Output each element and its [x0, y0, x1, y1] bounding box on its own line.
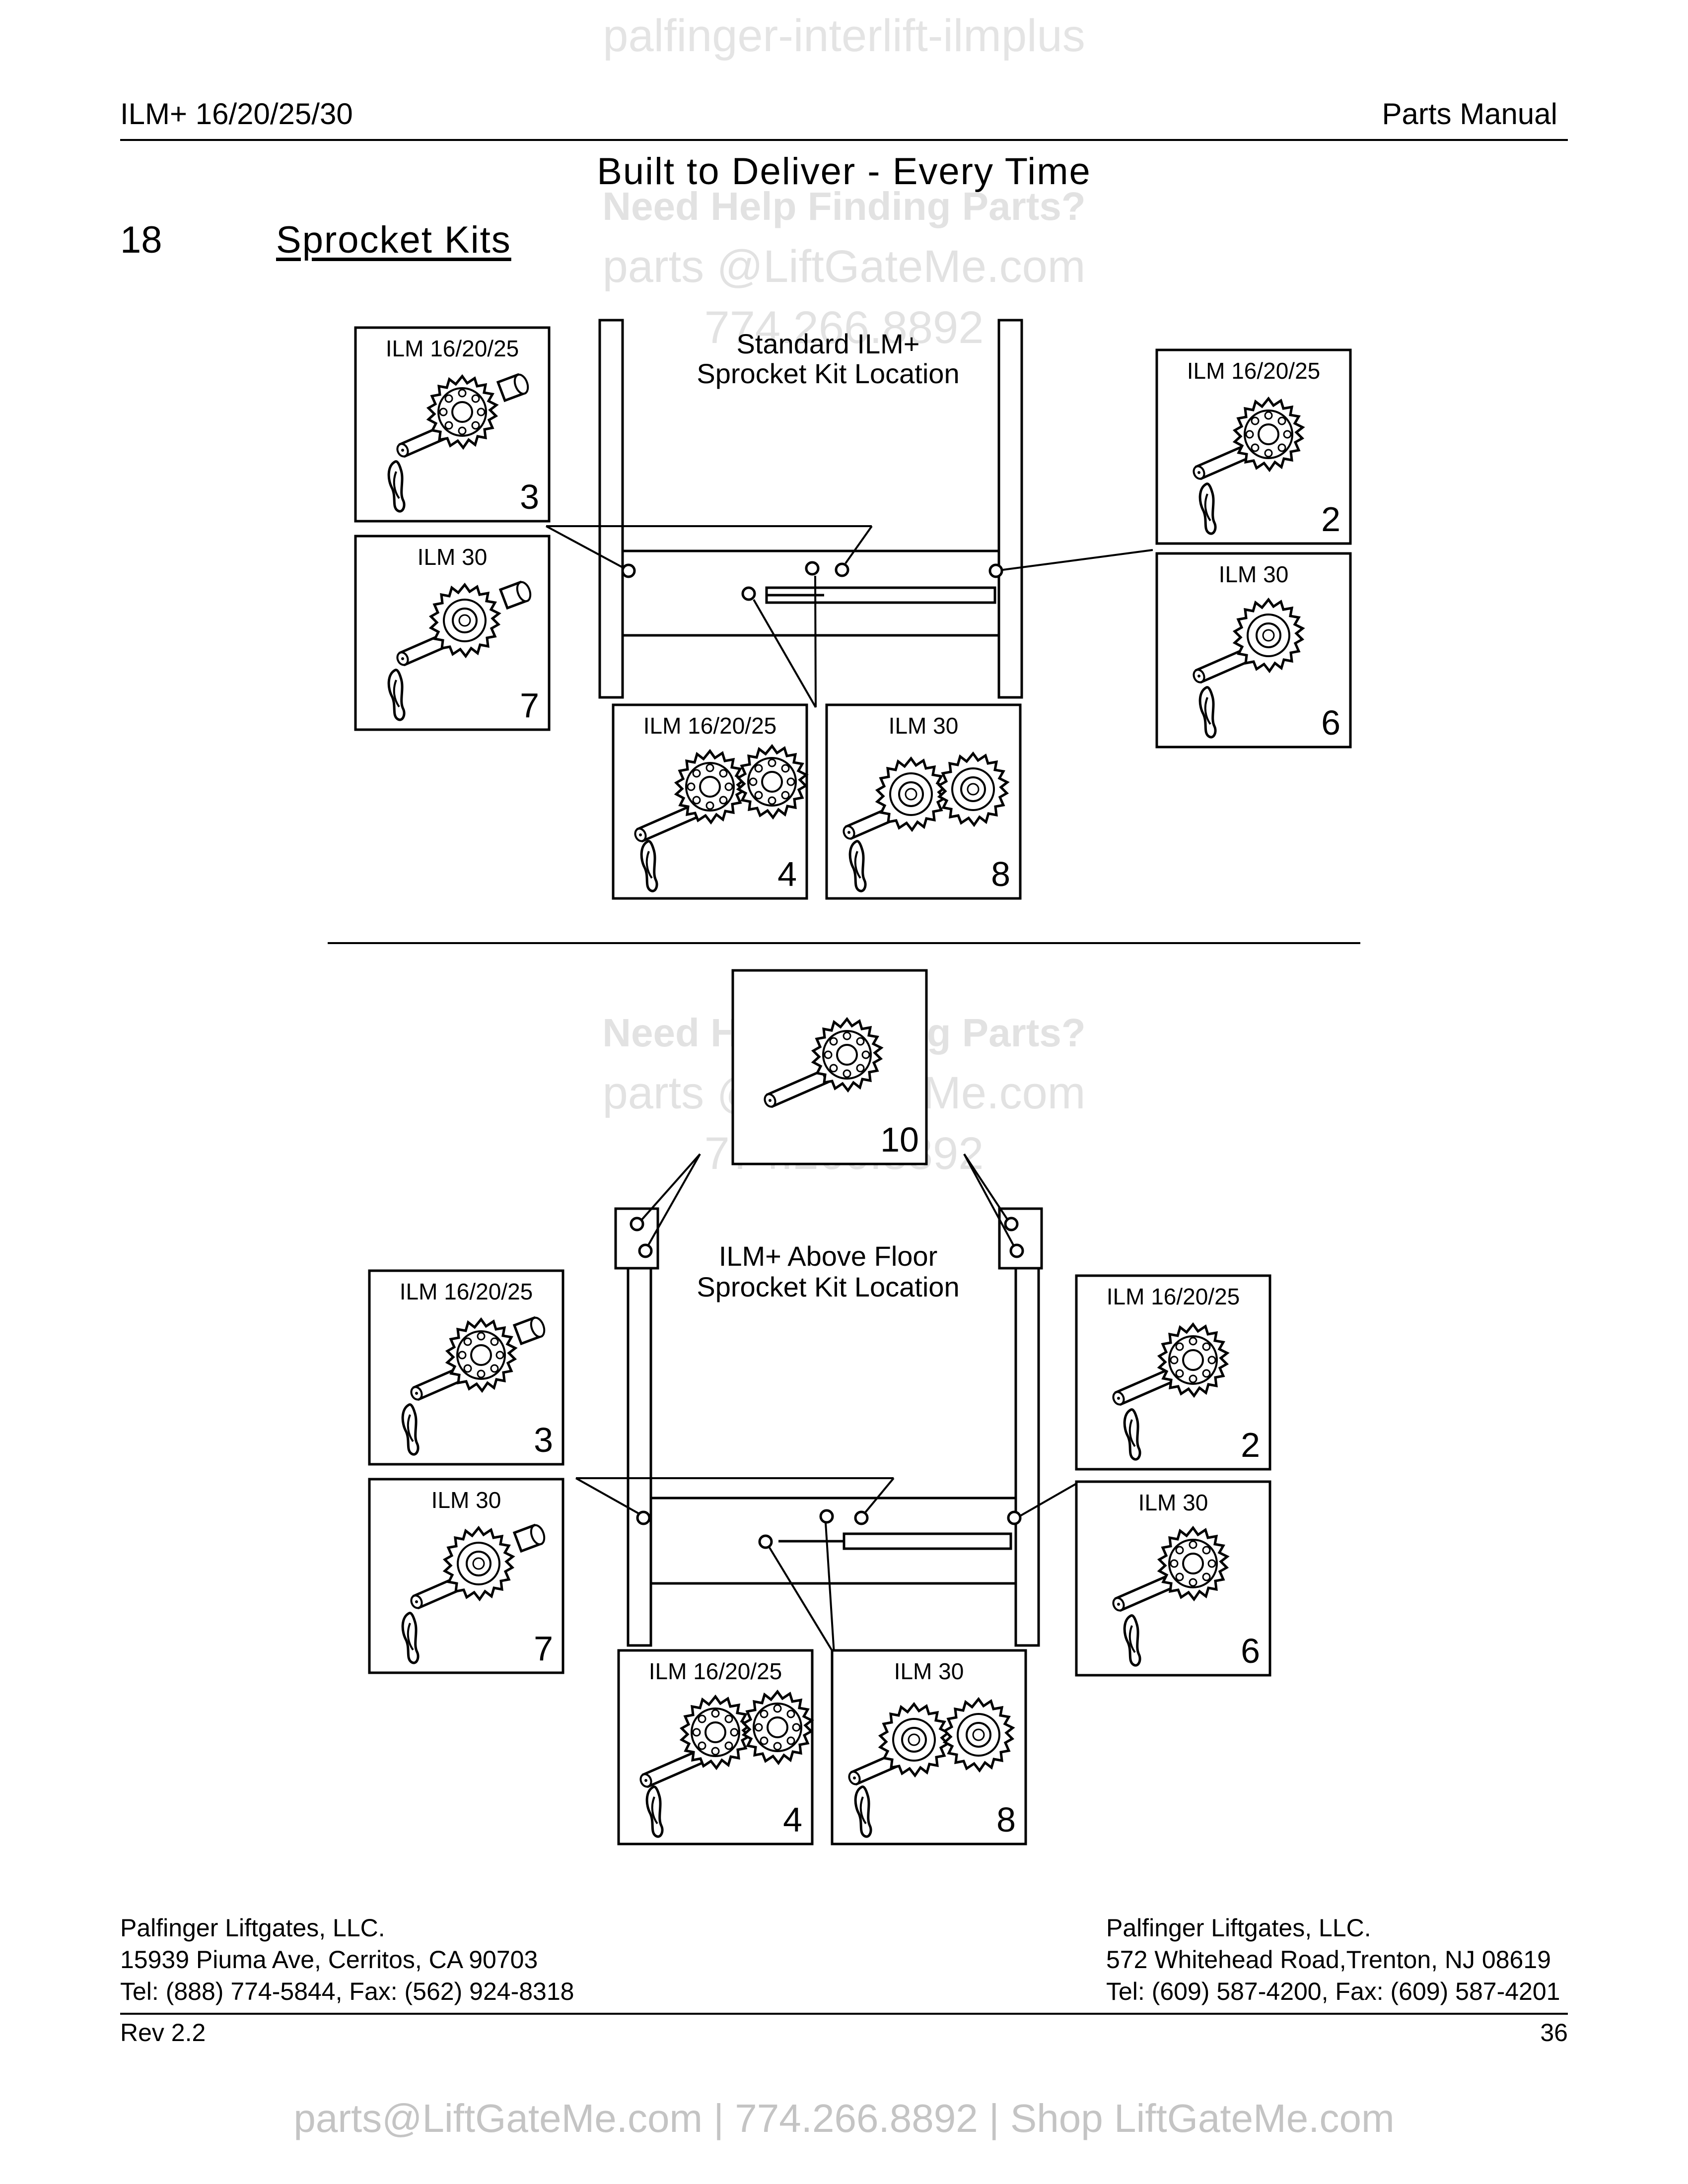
kit-box-label: ILM 16/20/25: [643, 713, 777, 739]
kit-box-bottom-4: ILM 16/20/25 4: [617, 1649, 814, 1845]
bottom-caption-line2: Sprocket Kit Location: [697, 1271, 959, 1302]
header-model: ILM+ 16/20/25/30: [120, 97, 353, 131]
watermark-email-1: parts @LiftGateMe.com: [602, 241, 1086, 292]
top-caption-line1: Standard ILM+: [737, 328, 920, 359]
kit-box-bottom-7: ILM 30 7: [368, 1478, 564, 1674]
kit-box-top-3: ILM 16/20/25 3: [354, 326, 551, 523]
kit-box-label: ILM 30: [894, 1658, 964, 1684]
kit-box-number: 6: [1321, 703, 1340, 742]
footer-right-company: Palfinger Liftgates, LLC.: [1106, 1914, 1371, 1942]
footer-right-phone: Tel: (609) 587-4200, Fax: (609) 587-4201: [1106, 1978, 1560, 2005]
kit-box-top-4: ILM 16/20/25 4: [612, 703, 808, 900]
kit-box-number: 3: [534, 1421, 553, 1459]
page-number: 36: [1540, 2019, 1568, 2047]
footer-right-street: 572 Whitehead Road,Trenton, NJ 08619: [1106, 1946, 1551, 1974]
kit-box-label: ILM 30: [431, 1487, 501, 1513]
kit-box-number: 2: [1241, 1426, 1260, 1464]
bottom-caption-line1: ILM+ Above Floor: [719, 1240, 937, 1272]
footer-rule: [120, 2013, 1568, 2015]
kit-box-bottom-6: ILM 30 6: [1075, 1480, 1271, 1677]
kit-box-bottom-3: ILM 16/20/25 3: [368, 1269, 564, 1466]
kit-box-top-6: ILM 30 6: [1155, 552, 1352, 749]
kit-box-bottom-8: ILM 30 8: [831, 1649, 1027, 1845]
footer-right-address: Palfinger Liftgates, LLC. 572 Whitehead …: [1106, 1912, 1560, 2007]
tagline: Built to Deliver - Every Time: [597, 150, 1091, 193]
kit-box-number: 8: [991, 855, 1010, 893]
kit-box-label: ILM 16/20/25: [1187, 358, 1321, 384]
kit-box-label: ILM 16/20/25: [1107, 1284, 1240, 1309]
kit-box-number: 10: [880, 1120, 919, 1159]
kit-box-label: ILM 30: [418, 544, 488, 570]
kit-box-label: ILM 30: [1138, 1490, 1208, 1515]
watermark-help-1: Need Help Finding Parts?: [602, 184, 1086, 228]
above-floor-frame: [614, 1207, 1043, 1647]
section-number: 18: [120, 219, 162, 261]
top-leader-lines: [546, 525, 1153, 708]
watermark-phone-1: 774.266.8892: [704, 302, 984, 353]
kit-box-number: 8: [996, 1800, 1016, 1839]
footer-left-company: Palfinger Liftgates, LLC.: [120, 1914, 385, 1942]
kit-box-number: 6: [1241, 1632, 1260, 1670]
kit-box-label: ILM 16/20/25: [400, 1279, 533, 1304]
kit-box-top-8: ILM 30 8: [825, 703, 1022, 900]
contact-promo-link[interactable]: parts@LiftGateMe.com | 774.266.8892 | Sh…: [293, 2096, 1395, 2140]
kit-box-number: 7: [534, 1629, 553, 1668]
kit-box-label: ILM 30: [889, 713, 959, 739]
top-watermark: palfinger-interlift-ilmplus: [603, 10, 1085, 61]
kit-box-number: 4: [777, 855, 797, 893]
footer-left-address: Palfinger Liftgates, LLC. 15939 Piuma Av…: [120, 1912, 574, 2007]
footer-left-phone: Tel: (888) 774-5844, Fax: (562) 924-8318: [120, 1978, 574, 2005]
header-manual-title: Parts Manual: [1382, 97, 1558, 131]
kit-box-label: ILM 16/20/25: [386, 336, 519, 361]
footer-left-street: 15939 Piuma Ave, Cerritos, CA 90703: [120, 1946, 538, 1974]
kit-box-number: 3: [520, 478, 539, 516]
kit-box-number: 2: [1321, 500, 1340, 539]
revision-label: Rev 2.2: [120, 2019, 206, 2047]
header-rule: [120, 139, 1568, 141]
top-caption-line2: Sprocket Kit Location: [697, 358, 959, 389]
kit-box-number: 7: [520, 686, 539, 725]
kit-box-bottom-2: ILM 16/20/25 2: [1075, 1274, 1271, 1471]
section-title: Sprocket Kits: [276, 219, 511, 261]
bottom-leader-lines: [575, 1153, 1080, 1655]
kit-box-bottom-10: 10: [731, 969, 928, 1165]
standard-frame: [598, 319, 1023, 699]
kit-box-label: ILM 16/20/25: [649, 1658, 782, 1684]
kit-box-label: ILM 30: [1219, 561, 1289, 587]
kit-box-top-7: ILM 30 7: [354, 535, 551, 731]
kit-box-top-2: ILM 16/20/25 2: [1155, 348, 1352, 545]
kit-box-number: 4: [783, 1800, 802, 1839]
